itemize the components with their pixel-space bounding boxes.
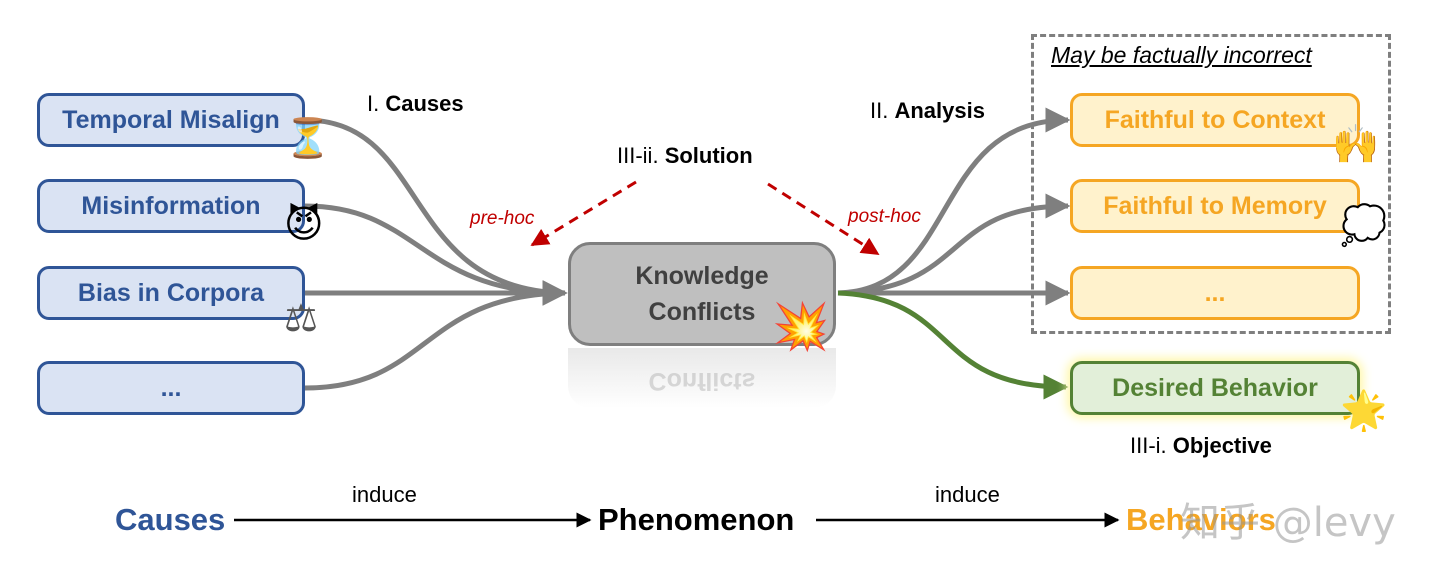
solution-bold: Solution [664, 143, 753, 168]
factual-warning: May be factually incorrect [1051, 42, 1312, 68]
raised-hands-icon: 🙌 [1332, 122, 1380, 166]
thought-cloud-icon: 💭 [1340, 203, 1388, 247]
cause-box-bias-in-corpora: Bias in Corpora [37, 266, 305, 320]
bottom-behaviors: Behaviors [1126, 502, 1276, 537]
cause-label: Bias in Corpora [77, 278, 265, 307]
center-line-2: Conflicts [648, 298, 756, 326]
watermark: 知乎 @levy [1180, 500, 1396, 546]
cause-label: Misinformation [81, 191, 261, 220]
center-reflection [568, 348, 836, 408]
causes-header-bold: Causes [385, 91, 464, 116]
desired-behavior-box: Desired Behavior [1070, 361, 1360, 415]
causes-header: I. Causes [367, 91, 464, 117]
causes-header-prefix: I. [367, 91, 380, 116]
behavior-arrow-1 [837, 107, 1071, 296]
cause-box-more: ... [37, 361, 305, 415]
behavior-box-faithful-memory: Faithful to Memory [1070, 179, 1360, 233]
behavior-label: Faithful to Context [1104, 105, 1326, 134]
objective-label: III-i. Objective [1130, 433, 1272, 459]
hourglass-icon: ⏳ [284, 116, 332, 160]
pre-hoc-label: pre-hoc [470, 208, 535, 229]
star-icon: 🌟 [1340, 388, 1388, 432]
center-line-1: Knowledge [635, 262, 769, 290]
post-hoc-arrow [767, 182, 880, 256]
induce-label-1: induce [352, 482, 417, 507]
objective-prefix: III-i. [1130, 433, 1167, 458]
incorrect-behaviors-group [1031, 34, 1391, 334]
solution-header: III-ii. Solution [617, 143, 753, 169]
analysis-bold: Analysis [894, 98, 985, 123]
cause-box-misinformation: Misinformation [37, 179, 305, 233]
center-reflection-text: Conflicts [648, 367, 756, 395]
solution-prefix: III-ii. [617, 143, 659, 168]
behavior-arrow-2 [837, 193, 1071, 296]
devil-face-icon: 😈 [284, 202, 324, 246]
pre-hoc-arrow [530, 180, 637, 247]
behavior-box-more: ... [1070, 266, 1360, 320]
post-hoc-label: post-hoc [848, 206, 921, 227]
analysis-prefix: II. [870, 98, 889, 123]
desired-arrow [837, 290, 1069, 400]
behavior-box-faithful-context: Faithful to Context [1070, 93, 1360, 147]
behavior-label: ... [1204, 278, 1226, 307]
objective-bold: Objective [1172, 433, 1272, 458]
analysis-header: II. Analysis [870, 98, 985, 124]
bottom-phenomenon: Phenomenon [598, 502, 795, 537]
cause-arrow-1 [304, 117, 568, 306]
behavior-label: Faithful to Memory [1103, 191, 1327, 220]
induce-label-2: induce [935, 482, 1000, 507]
explosion-icon: 💥 [772, 299, 830, 353]
bottom-causes: Causes [115, 502, 226, 537]
cause-label: Temporal Misalign [62, 105, 280, 134]
cause-arrow-2 [304, 203, 568, 306]
knowledge-conflicts-box: Knowledge Conflicts [568, 242, 836, 346]
cause-box-temporal-misalign: Temporal Misalign [37, 93, 305, 147]
cause-arrow-4 [304, 280, 568, 391]
scales-icon: ⚖ [284, 296, 319, 340]
cause-label: ... [160, 373, 182, 402]
desired-label: Desired Behavior [1112, 373, 1318, 402]
